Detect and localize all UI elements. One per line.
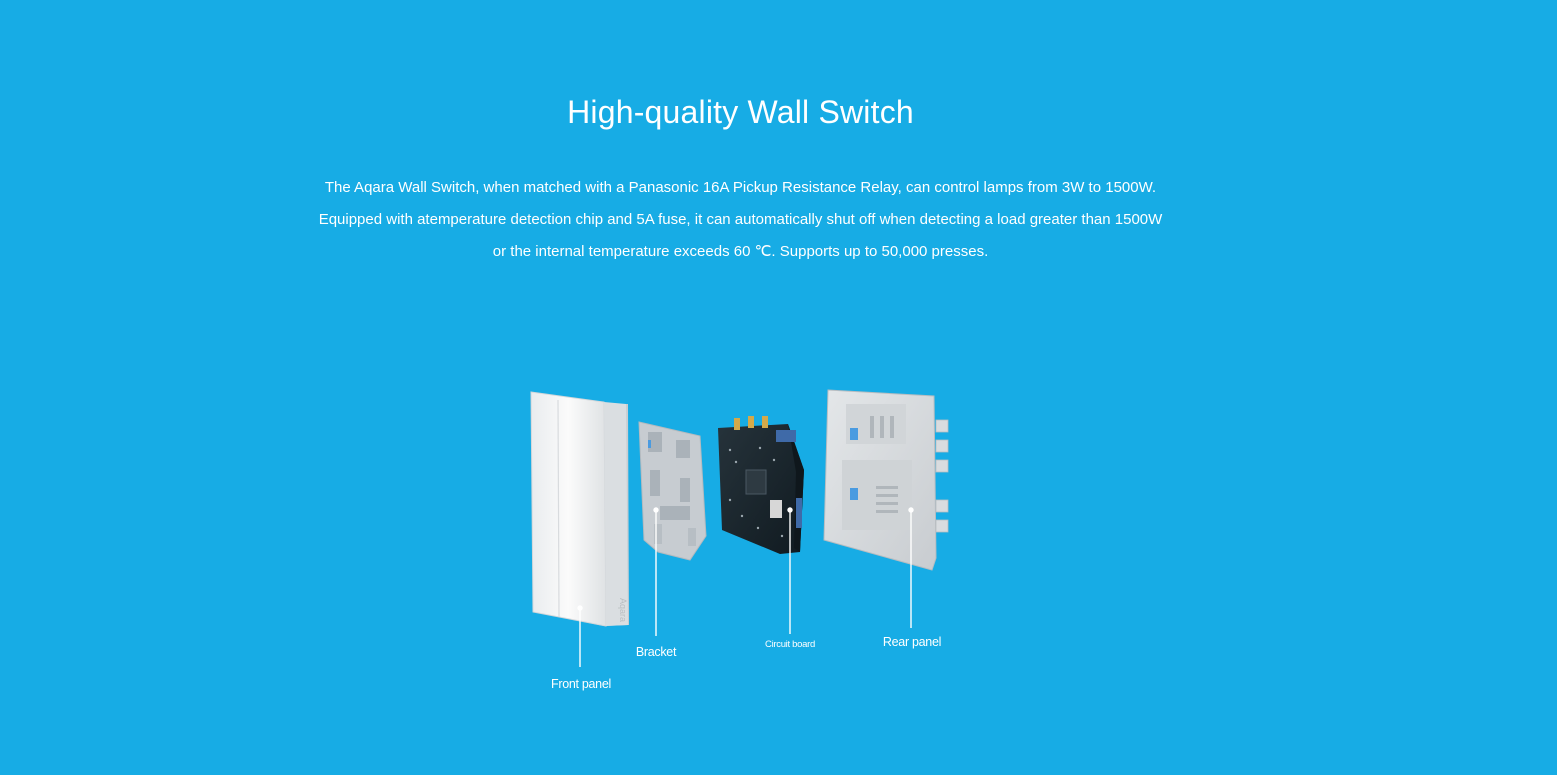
callout-front-panel: Front panel: [551, 677, 611, 691]
front-panel-part: Aqara: [530, 391, 629, 627]
bracket-part: [638, 421, 707, 561]
callout-circuit-board: Circuit board: [765, 639, 815, 650]
callout-rear-panel: Rear panel: [882, 635, 942, 649]
description-line-1: The Aqara Wall Switch, when matched with…: [324, 179, 1157, 196]
description-line-3: or the internal temperature exceeds 60 ℃…: [492, 243, 989, 260]
section-title: High-quality Wall Switch: [567, 94, 914, 130]
callout-bracket: Bracket: [635, 645, 677, 659]
section-description: The Aqara Wall Switch, when matched with…: [0, 172, 1481, 268]
circuit-board-part: [718, 416, 804, 554]
brand-mark-text: Aqara: [618, 598, 628, 622]
description-line-2: Equipped with atemperature detection chi…: [318, 211, 1163, 228]
rear-panel-part: [823, 389, 949, 571]
